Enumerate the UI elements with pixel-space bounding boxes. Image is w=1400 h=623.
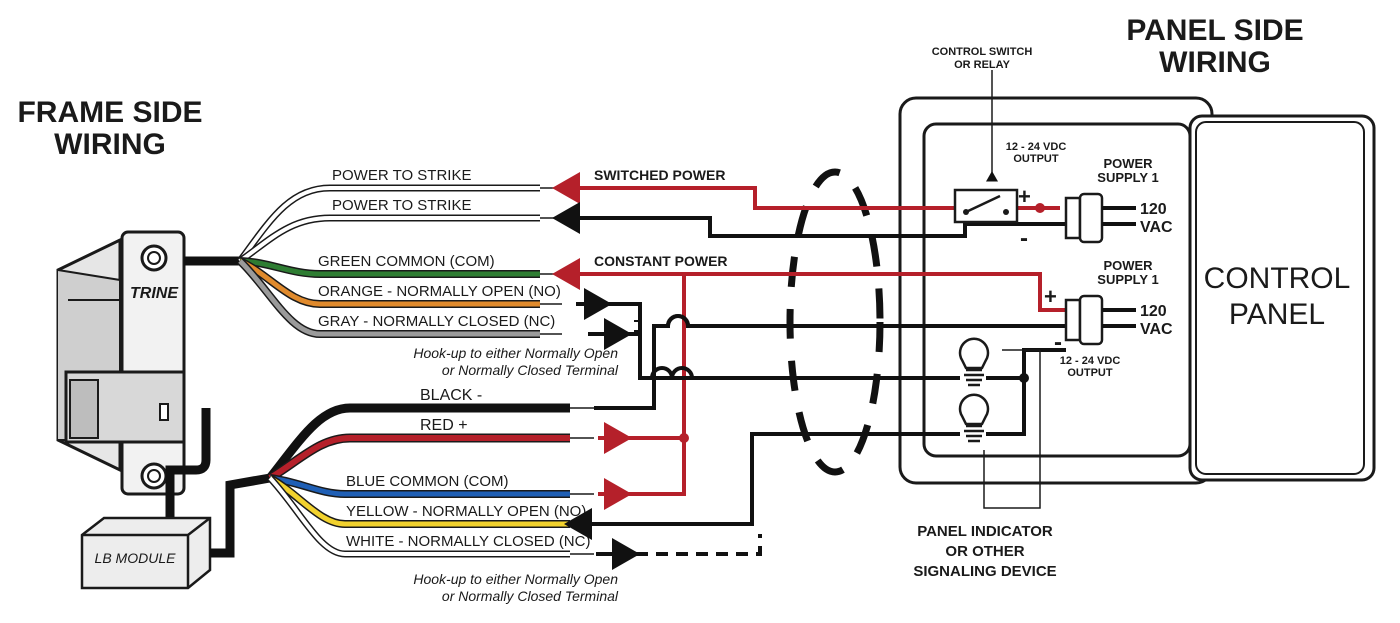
- lb-module-label: LB MODULE: [95, 550, 177, 566]
- lb-cable: [210, 473, 271, 558]
- constant-power-label: CONSTANT POWER: [594, 253, 728, 269]
- switched-power-label: SWITCHED POWER: [594, 167, 725, 183]
- supply2-vac: VAC: [1140, 321, 1173, 338]
- supply1-label-line1: POWER: [1103, 156, 1153, 171]
- power-supply-2: [1064, 294, 1136, 346]
- dashed-connection-zone: [786, 168, 884, 476]
- indicator-pointers: [983, 349, 1041, 509]
- optional-nc-wire-lb: [596, 534, 762, 556]
- lb-wire-label-yellow: YELLOW - NORMALLY OPEN (NO): [346, 503, 586, 520]
- output2-label-line1: 12 - 24 VDC: [1060, 355, 1121, 367]
- panel-side-title-line1: PANEL SIDE: [1126, 14, 1303, 47]
- supply2-plus: +: [1044, 284, 1057, 309]
- optional-nc-wire-frame: [588, 320, 638, 336]
- lb-wire-bundle: [266, 403, 594, 558]
- frame-wire-label-3: GREEN COMMON (COM): [318, 253, 495, 270]
- supply1-plus: +: [1018, 184, 1031, 209]
- indicator-bulb-2: [950, 393, 998, 443]
- frame-wire-label-1: POWER TO STRIKE: [332, 167, 471, 184]
- lb-wire-label-blue: BLUE COMMON (COM): [346, 473, 509, 490]
- supply2-label-line1: POWER: [1103, 258, 1153, 273]
- supply2-minus: -: [1054, 329, 1062, 356]
- power-supply-1: [1064, 192, 1136, 244]
- control-panel-label-line1: CONTROL: [1204, 262, 1351, 295]
- frame-wire-label-5: GRAY - NORMALLY CLOSED (NC): [318, 313, 555, 330]
- output1-label-line2: OUTPUT: [1013, 153, 1059, 165]
- panel-side-title-line2: WIRING: [1159, 46, 1271, 79]
- frame-wire-label-4: ORANGE - NORMALLY OPEN (NO): [318, 283, 561, 300]
- supply2-voltage: 120: [1140, 303, 1167, 320]
- control-panel-label-line2: PANEL: [1229, 298, 1325, 331]
- frame-wire-label-2: POWER TO STRIKE: [332, 197, 471, 214]
- hookup-note-lb-line1: Hook-up to either Normally Open: [413, 571, 618, 587]
- supply1-vac: VAC: [1140, 219, 1173, 236]
- hookup-note-frame-line1: Hook-up to either Normally Open: [413, 345, 618, 361]
- indicator-label-line1: PANEL INDICATOR: [917, 523, 1053, 540]
- supply1-label-line2: SUPPLY 1: [1097, 170, 1158, 185]
- control-switch-relay: [953, 188, 1019, 224]
- indicator-label-line2: OR OTHER: [945, 543, 1024, 560]
- lb-cable-to-strike: [165, 408, 211, 520]
- frame-side-title-line2: WIRING: [54, 128, 166, 161]
- control-switch-label-line1: CONTROL SWITCH: [932, 46, 1033, 58]
- lb-wire-label-white: WHITE - NORMALLY CLOSED (NC): [346, 533, 590, 550]
- hookup-note-lb-line2: or Normally Closed Terminal: [442, 588, 619, 604]
- output2-label-line2: OUTPUT: [1067, 367, 1113, 379]
- indicator-bulb-1: [940, 337, 998, 387]
- control-panel-box: [1188, 114, 1376, 482]
- frame-side-title-line1: FRAME SIDE: [17, 96, 202, 129]
- strike-brand-logo: TRINE: [130, 285, 179, 302]
- hookup-note-frame-line2: or Normally Closed Terminal: [442, 362, 619, 378]
- lb-wire-label-red: RED +: [420, 417, 468, 434]
- electric-strike: TRINE: [56, 230, 186, 496]
- lb-module: LB MODULE: [80, 516, 212, 590]
- output1-label-line1: 12 - 24 VDC: [1006, 141, 1067, 153]
- lb-wire-label-black: BLACK -: [420, 387, 482, 404]
- supply1-voltage: 120: [1140, 201, 1167, 218]
- control-switch-label-line2: OR RELAY: [954, 59, 1010, 71]
- indicator-label-line3: SIGNALING DEVICE: [913, 563, 1056, 580]
- supply2-label-line2: SUPPLY 1: [1097, 272, 1158, 287]
- supply1-minus: -: [1020, 225, 1028, 252]
